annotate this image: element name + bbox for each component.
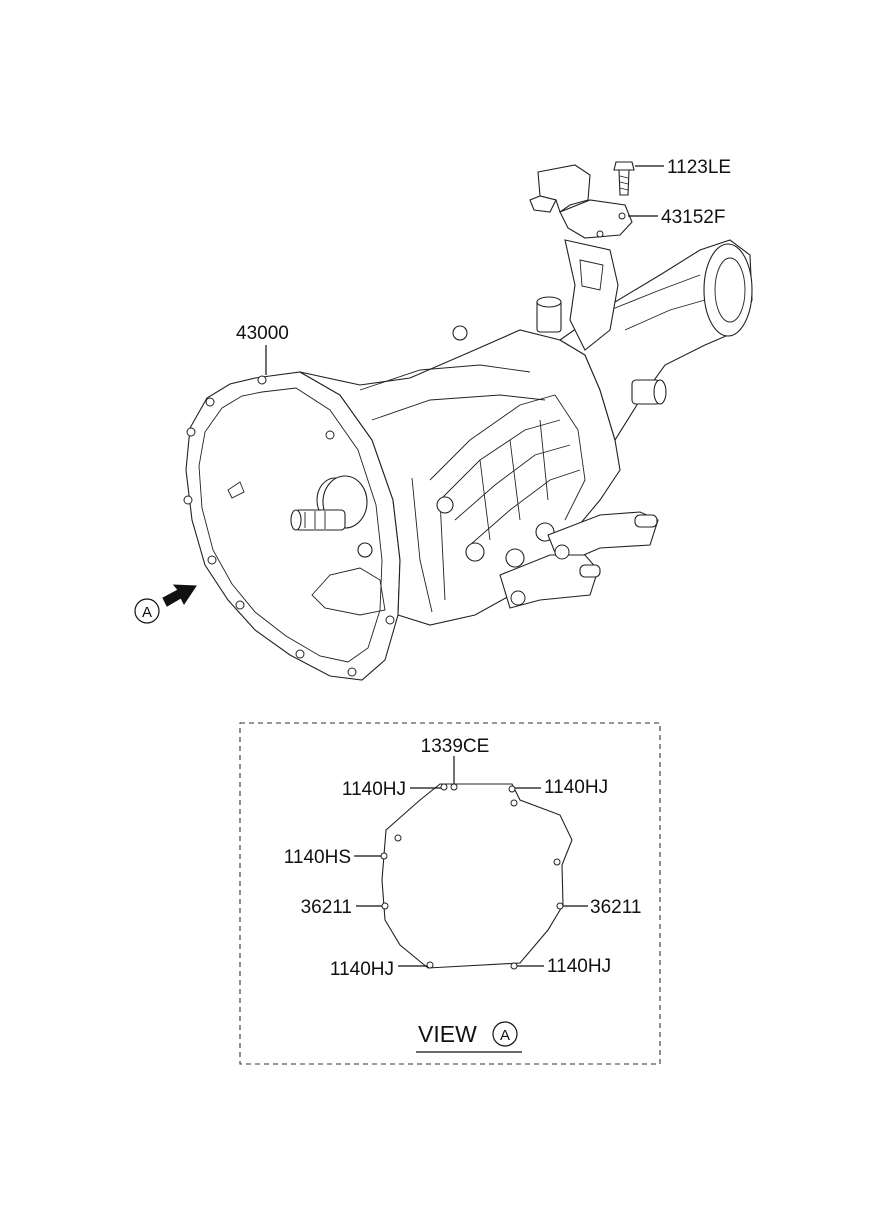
bolt-1123le <box>613 161 635 196</box>
callout-1123le: 1123LE <box>635 157 731 178</box>
view-caption: VIEW A <box>416 1021 522 1053</box>
view-label-top-right: 1140HJ <box>544 777 608 798</box>
view-label-bottom-left: 1140HJ <box>330 959 394 980</box>
view-caption-circle <box>492 1021 518 1047</box>
view-leaders <box>354 756 588 967</box>
bracket-43152f <box>529 164 633 239</box>
view-caption-marker: A <box>500 1027 510 1044</box>
callout-label-43152f: 43152F <box>661 207 725 228</box>
main-case <box>299 329 621 626</box>
view-a-marker: A <box>134 584 197 624</box>
view-label-mid-left: 1140HS <box>284 847 351 868</box>
view-a-arrow-icon <box>162 584 197 607</box>
view-caption-text: VIEW <box>418 1021 477 1047</box>
mount-plate <box>564 239 619 351</box>
callout-label-1123le: 1123LE <box>667 157 731 178</box>
view-a-frame <box>239 722 661 1065</box>
flange-bolt-holes <box>183 375 395 677</box>
gasket-outline <box>381 783 573 969</box>
callout-43000: 43000 <box>236 323 289 375</box>
view-label-top: 1339CE <box>421 736 490 757</box>
case-bolts <box>357 316 640 568</box>
callout-43152f: 43152F <box>628 207 725 228</box>
view-a-marker-label: A <box>142 604 152 621</box>
bell-housing-lip <box>198 387 383 663</box>
view-a-panel: 1339CE 1140HJ 1140HJ 1140HS 36211 36211 … <box>239 722 661 1065</box>
side-brackets <box>499 511 659 609</box>
view-a-marker-circle <box>134 598 160 624</box>
view-label-top-left: 1140HJ <box>342 779 406 800</box>
input-shaft <box>290 475 368 531</box>
callout-label-43000: 43000 <box>236 323 289 344</box>
view-label-dowel-right: 36211 <box>590 897 641 918</box>
view-label-bottom-right: 1140HJ <box>547 956 611 977</box>
transmission-assembly <box>183 239 753 681</box>
view-label-dowel-left: 36211 <box>301 897 352 918</box>
speedo-boss <box>631 379 667 405</box>
shift-tower <box>536 296 562 333</box>
case-ribs <box>359 364 586 613</box>
